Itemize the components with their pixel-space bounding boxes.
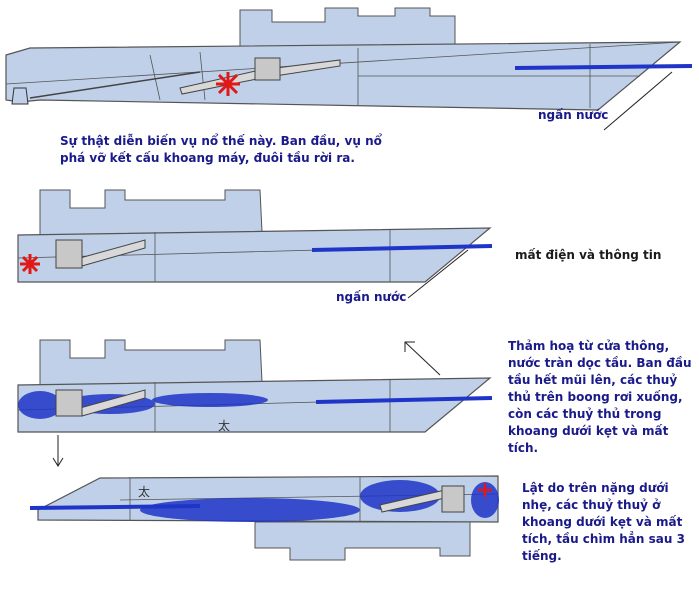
caption-3: Thảm hoạ từ cửa thông, nước tràn dọc tầu…: [508, 339, 692, 455]
panel-3-ship: 太: [17, 339, 493, 467]
label-pointer: [407, 249, 469, 299]
superstructure: [239, 7, 456, 49]
water-line: [514, 64, 693, 70]
arrow-down-icon: [52, 435, 64, 467]
waterline-label-2: ngấn nước: [336, 290, 407, 304]
engine-block: [441, 485, 465, 513]
superstructure: [39, 339, 263, 386]
crew-symbol: 太: [218, 418, 230, 433]
engine-block: [55, 239, 83, 269]
superstructure: [39, 189, 263, 236]
label-pointer: [603, 71, 673, 131]
arrow-up-left-icon: [404, 341, 441, 376]
hull: [17, 227, 492, 283]
explosion-icon: [216, 72, 240, 96]
superstructure-inverted: [254, 521, 471, 561]
panel-4-ship: 太: [29, 475, 499, 561]
crew-symbol: 太: [138, 484, 150, 499]
explosion-icon: [478, 483, 492, 497]
rudder: [11, 87, 29, 105]
caption-4: Lật do trên nặng dưới nhẹ, các thuỷ thuỷ…: [522, 481, 685, 563]
panel-1-ship: [5, 7, 693, 131]
panel-2-ship: [17, 189, 493, 299]
water-line: [315, 396, 493, 404]
engine-block: [55, 389, 83, 417]
explosion-icon: [20, 254, 40, 274]
water-line: [311, 244, 493, 252]
waterline-label-1: ngấn nước: [538, 108, 609, 122]
hull: [5, 41, 682, 111]
engine-block: [254, 57, 281, 81]
caption-2: mất điện và thông tin: [515, 248, 662, 262]
hull: [17, 377, 492, 433]
caption-1: Sự thật diễn biến vụ nổ thế này. Ban đầu…: [60, 134, 382, 165]
water-line: [29, 504, 201, 510]
